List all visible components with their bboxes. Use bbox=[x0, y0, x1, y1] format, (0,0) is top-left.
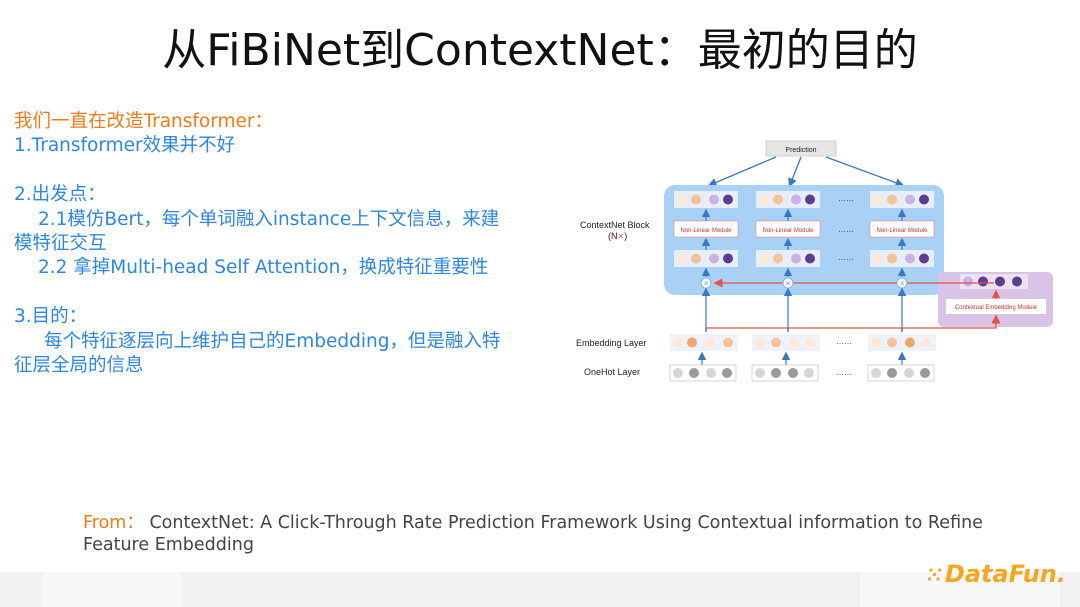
citation-from-label: From： bbox=[83, 513, 144, 533]
point-3-heading: 3.目的： bbox=[14, 306, 88, 328]
prediction-box bbox=[765, 140, 837, 157]
page-title: 从FiBiNet到ContextNet：最初的目的 bbox=[162, 25, 918, 76]
svg-text:Non-Linear Module: Non-Linear Module bbox=[680, 228, 732, 234]
citation: From： ContextNet: A Click-Through Rate P… bbox=[83, 513, 1013, 556]
dots: …… bbox=[836, 337, 852, 346]
svg-text:✕: ✕ bbox=[703, 281, 709, 288]
point-3-cont: 征层全局的信息 bbox=[14, 355, 144, 377]
point-3-body: 每个特征逐层向上维护自己的Embedding，但是融入特 bbox=[44, 330, 501, 352]
svg-text:✕: ✕ bbox=[899, 281, 905, 288]
embedding-layer-row bbox=[670, 334, 936, 351]
block-label: ContextNet Block bbox=[580, 220, 650, 230]
contextnet-diagram: ContextNet Block (N✕) Embedding Layer On… bbox=[576, 140, 1053, 382]
middle-embedding-row bbox=[674, 250, 934, 267]
point-2-1-cont: 模特征交互 bbox=[14, 233, 107, 255]
non-linear-modules: Non-Linear Module Non-Linear Module Non-… bbox=[673, 220, 935, 238]
contextnet-block bbox=[664, 185, 944, 295]
citation-text: ContextNet: A Click-Through Rate Predict… bbox=[83, 513, 983, 555]
onehot-layer-label: OneHot Layer bbox=[584, 367, 640, 377]
contextual-embedding-row bbox=[960, 274, 1028, 289]
datafun-logo: ⁙DataFun. bbox=[926, 560, 1066, 588]
intro-line: 我们一直在改造Transformer： bbox=[14, 111, 274, 132]
block-n-label: (N✕) bbox=[608, 231, 627, 241]
point-1: 1.Transformer效果并不好 bbox=[14, 135, 236, 157]
svg-text:✕: ✕ bbox=[785, 281, 791, 288]
onehot-layer-row bbox=[669, 364, 935, 382]
point-2-2: 2.2 拿掉Multi-head Self Attention，换成特征重要性 bbox=[38, 257, 489, 279]
dots: …… bbox=[836, 368, 852, 377]
bullet-text: 我们一直在改造Transformer： 1.Transformer效果并不好 2… bbox=[14, 110, 549, 378]
point-2-1: 2.1模仿Bert，每个单词融入instance上下文信息，来建 bbox=[38, 208, 500, 230]
point-2-heading: 2.出发点： bbox=[14, 184, 106, 206]
svg-text:Non-Linear Module: Non-Linear Module bbox=[876, 228, 928, 234]
svg-text:Non-Linear Module: Non-Linear Module bbox=[762, 228, 814, 234]
dots: …… bbox=[838, 194, 854, 203]
contextual-module-label: Contextual Embedding Module bbox=[955, 305, 1038, 311]
top-embedding-row bbox=[674, 191, 934, 208]
dots: …… bbox=[838, 225, 854, 234]
contextual-module-box bbox=[946, 299, 1046, 314]
prediction-label: Prediction bbox=[785, 147, 816, 154]
dots: …… bbox=[838, 253, 854, 262]
multiply-nodes: ✕ ✕ ✕ bbox=[700, 277, 908, 289]
footer-bar bbox=[0, 572, 1080, 607]
embedding-layer-label: Embedding Layer bbox=[576, 338, 647, 348]
